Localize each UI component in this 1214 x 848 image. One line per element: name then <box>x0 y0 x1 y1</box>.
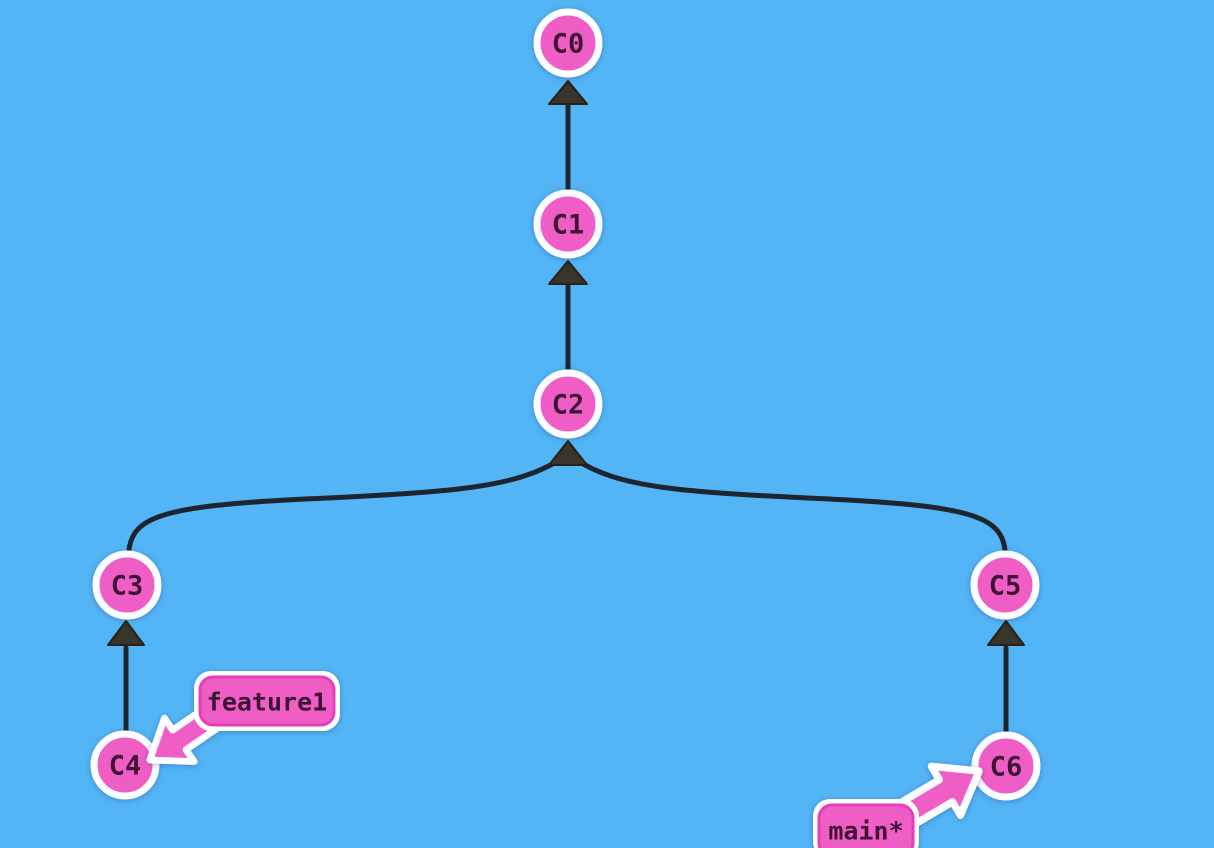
label-box <box>198 675 336 727</box>
arrowhead-up-icon <box>548 440 588 466</box>
branch-label-main: main* <box>813 747 994 848</box>
commit-label: C6 <box>990 752 1023 783</box>
commit-label: C5 <box>989 571 1022 602</box>
branch-name: main* <box>828 817 903 846</box>
commit-node-c1: C1 <box>533 189 603 259</box>
branch-label-feature1: feature1 <box>135 671 340 782</box>
commit-node-c0: C0 <box>533 8 603 78</box>
arrowhead-up-icon <box>548 260 588 285</box>
label-box <box>817 803 915 848</box>
edge-c4-to-c3 <box>107 620 145 734</box>
edge-c2-to-c1 <box>548 260 588 372</box>
commit-node-c4: C4 <box>90 730 160 800</box>
commit-circle <box>92 550 162 620</box>
commit-node-c2: C2 <box>533 369 603 439</box>
commit-circle <box>971 731 1041 801</box>
commit-label: C0 <box>552 29 585 60</box>
commit-circle <box>533 369 603 439</box>
merge-arrowhead-below-c2 <box>548 440 588 466</box>
branch-name: feature1 <box>207 688 327 717</box>
commit-label: C1 <box>552 210 585 241</box>
commit-node-c5: C5 <box>970 550 1040 620</box>
commit-label: C3 <box>111 571 144 602</box>
commit-circle <box>533 189 603 259</box>
edge-curve <box>126 456 564 553</box>
arrowhead-up-icon <box>987 620 1025 646</box>
commit-circle <box>533 8 603 78</box>
edge-c6-to-c5 <box>987 620 1025 735</box>
commit-label: C2 <box>552 390 585 421</box>
commit-circle <box>970 550 1040 620</box>
commit-node-c3: C3 <box>92 550 162 620</box>
arrowhead-up-icon <box>107 620 145 646</box>
edge-c3-to-c2 <box>126 456 564 553</box>
commit-label: C4 <box>109 751 142 782</box>
edge-curve <box>572 456 1008 553</box>
commit-circle <box>90 730 160 800</box>
arrowhead-up-icon <box>548 80 588 105</box>
commit-node-c6: C6 <box>971 731 1041 801</box>
edge-c1-to-c0 <box>548 80 588 192</box>
edge-c5-to-c2 <box>572 456 1008 553</box>
